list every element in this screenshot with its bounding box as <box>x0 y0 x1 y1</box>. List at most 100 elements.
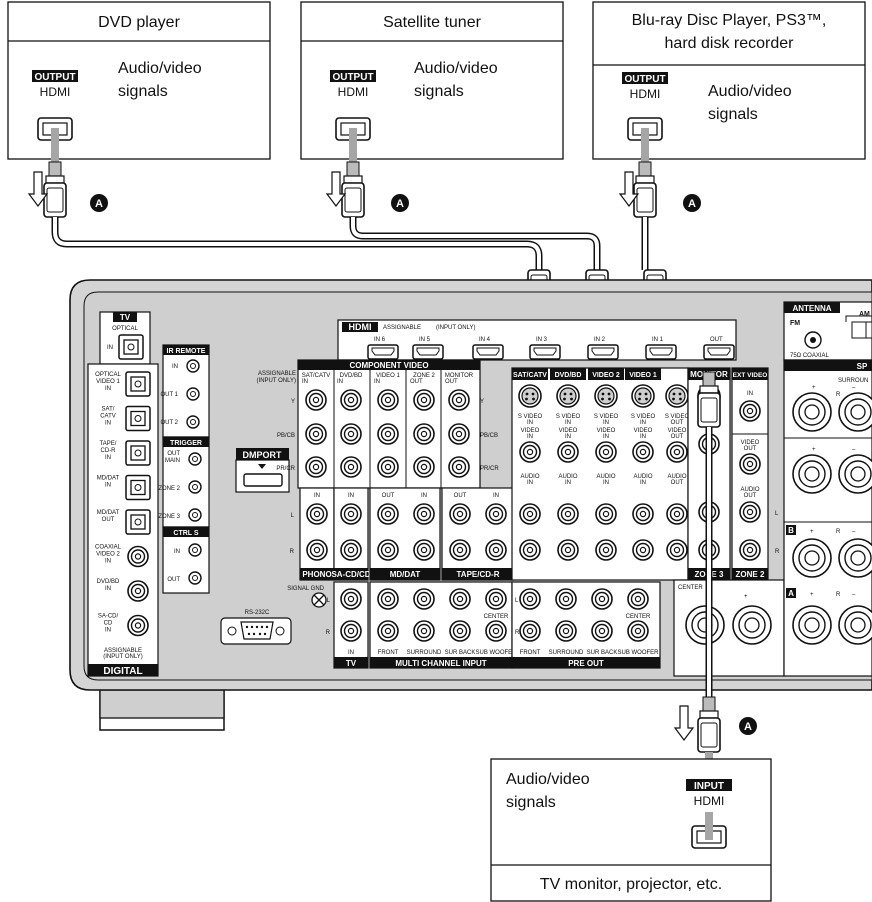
pre-out-jack-bottom <box>628 621 648 641</box>
component-video-jack <box>378 390 398 410</box>
sat-hdmi-label: HDMI <box>338 85 369 99</box>
dvd-signal-line2: signals <box>118 83 168 100</box>
pre-out-col-label: FRONT <box>520 650 541 656</box>
audio-block-sub: OUT <box>382 493 395 499</box>
audio-jack-l <box>378 504 398 524</box>
cable-a-label-3: A <box>688 198 696 210</box>
component-video-jack <box>306 424 326 444</box>
component-column-sub: IN <box>302 379 308 385</box>
video-jack <box>558 442 578 462</box>
hdmi-port <box>368 345 398 359</box>
bluray-signal-line2: signals <box>708 106 758 123</box>
multi-channel-label: MULTI CHANNEL INPUT <box>395 659 486 668</box>
audio-jack-r <box>520 540 540 560</box>
audio-jack-r <box>667 540 687 560</box>
audio-jack-l <box>667 504 687 524</box>
audio-r-label: R <box>290 549 295 555</box>
multi-channel-jack-bottom <box>414 621 434 641</box>
av-column-header: SAT/CATV <box>513 372 547 379</box>
av-label: OUT <box>671 434 684 440</box>
tv-optical-section: TV OPTICAL IN <box>100 312 150 364</box>
digital-input-label: VIDEO 1 <box>96 379 120 385</box>
hdmi-port <box>413 345 443 359</box>
multi-channel-jack-bottom <box>450 621 470 641</box>
audio-jack-l <box>307 504 327 524</box>
ctrl-s-section: CTRL S IN OUT <box>163 527 209 593</box>
trigger-main-label: MAIN <box>165 458 180 464</box>
component-video-jack <box>306 390 326 410</box>
component-column-sub: IN <box>337 379 343 385</box>
pre-out-col-label: SUR BACK <box>587 650 618 656</box>
tv-signal-line1: Audio/video <box>506 771 590 788</box>
component-video-jack <box>449 424 469 444</box>
hdmi-port-label: IN 2 <box>594 337 606 343</box>
multi-channel-jack-bottom <box>486 621 506 641</box>
digital-input-label: DVD/BD <box>97 579 120 585</box>
hdmi-port <box>588 345 618 359</box>
digital-input-label: MD/DAT <box>97 476 120 482</box>
hdmi-port-label: IN 6 <box>374 337 386 343</box>
multi-channel-center-label: CENTER <box>484 614 509 620</box>
audio-block-label: MD/DAT <box>390 570 421 579</box>
antenna-section: ANTENNA FM 75Ω COAXIAL AM <box>784 302 872 360</box>
hdmi-input-only-label: (INPUT ONLY) <box>436 325 475 331</box>
pre-out-jack-bottom <box>592 621 612 641</box>
hdmi-assignable-label: ASSIGNABLE <box>383 325 421 331</box>
av-label: IN <box>640 420 646 426</box>
av-label: IN <box>565 480 571 486</box>
pre-out-jack-top <box>520 589 540 609</box>
center-plus: + <box>744 594 748 600</box>
hdmi-port <box>646 345 676 359</box>
component-video-jack <box>414 457 434 477</box>
digital-input-label: CD-R <box>101 448 117 454</box>
audio-jack-l <box>450 504 470 524</box>
dvd-signal-line1: Audio/video <box>118 60 202 77</box>
tv-audio-label: TV <box>346 659 357 668</box>
digital-coaxial-port <box>128 547 148 567</box>
dvd-hdmi-label: HDMI <box>40 85 71 99</box>
video-jack <box>596 442 616 462</box>
sat-signal-line2: signals <box>414 83 464 100</box>
av-label: IN <box>565 434 571 440</box>
tv-signal-line2: signals <box>506 794 556 811</box>
multi-channel-jack-bottom <box>378 621 398 641</box>
component-column-sub: IN <box>374 379 380 385</box>
speakers-header: SP <box>857 362 868 371</box>
ir-out2-label: OUT 2 <box>160 420 178 426</box>
cable-a-label-1: A <box>95 198 103 210</box>
av-column-header: VIDEO 1 <box>629 372 657 379</box>
multi-channel-col-label: SURROUND <box>407 650 442 656</box>
component-video-jack <box>414 390 434 410</box>
component-video-jack <box>378 457 398 477</box>
antenna-am-label: AM <box>859 311 870 318</box>
pre-out-label: PRE OUT <box>568 659 604 668</box>
component-row-label-left: Y <box>291 399 295 405</box>
spk-plus-3: + <box>810 529 814 535</box>
audio-block-sub: IN <box>421 493 427 499</box>
av-column-header: VIDEO 2 <box>592 372 620 379</box>
av-label: IN <box>565 420 571 426</box>
component-row-label-left: PR/CR <box>276 466 295 472</box>
audio-block-sub: IN <box>348 493 354 499</box>
av-label: IN <box>527 434 533 440</box>
digital-input-label: CATV <box>100 414 116 420</box>
ir-in-label: IN <box>172 364 178 370</box>
multi-channel-jack-top <box>414 589 434 609</box>
cable-a-label-4: A <box>744 721 752 733</box>
bluray-output-badge: OUTPUT <box>624 74 665 85</box>
av-label: IN <box>640 480 646 486</box>
component-row-label-left: PB/CB <box>277 433 295 439</box>
pre-out-center-label: CENTER <box>626 614 651 620</box>
sat-output-badge: OUTPUT <box>332 72 373 83</box>
digital-optical-port <box>126 441 150 465</box>
audio-jack-r <box>414 540 434 560</box>
component-row-label-right: Y <box>480 399 484 405</box>
hdmi-port <box>530 345 560 359</box>
hdmi-port-label: IN 3 <box>536 337 548 343</box>
av-label: IN <box>640 434 646 440</box>
multi-channel-col-label: SUR BACK <box>445 650 476 656</box>
digital-input-label: COAXIAL <box>95 545 122 551</box>
digital-coaxial-port <box>128 581 148 601</box>
dvd-output-badge: OUTPUT <box>34 72 75 83</box>
